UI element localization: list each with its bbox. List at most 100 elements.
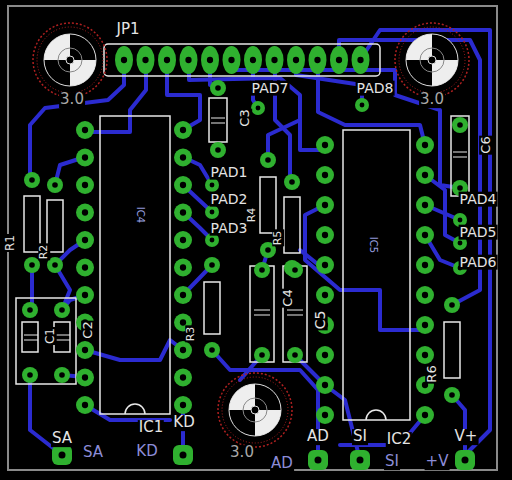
- silkscreen-label: SA: [51, 431, 73, 447]
- pcb-artwork-part: [22, 322, 38, 352]
- pcb-artwork-part: [115, 46, 133, 74]
- pcb-artwork-part: [422, 172, 428, 178]
- pcb-artwork-part: [158, 46, 176, 74]
- pcb-artwork-part: [8, 6, 497, 470]
- pcb-artwork-part: [322, 142, 328, 148]
- pcb-artwork-part: [174, 369, 192, 387]
- pcb-artwork-part: [70, 60, 96, 86]
- pcb-artwork-part: [30, 60, 124, 180]
- pcb-artwork-part: [222, 377, 288, 443]
- silkscreen-label: R3: [185, 326, 197, 343]
- silkscreen-label: PAD5: [459, 225, 498, 240]
- pcb-artwork-part: [66, 56, 74, 64]
- pcb-artwork-part: [180, 182, 186, 188]
- pcb-artwork-part: [180, 292, 186, 298]
- pcb-artwork-part: [210, 210, 215, 215]
- pcb-artwork-part: [420, 48, 444, 72]
- pcb-artwork-part: [416, 406, 434, 424]
- silkscreen-label: 3.0: [419, 92, 445, 108]
- silkscreen-label: R2: [38, 244, 50, 261]
- pcb-artwork-part: [210, 80, 226, 96]
- pcb-artwork-part: [29, 262, 35, 268]
- pcb-artwork-part: [265, 157, 271, 163]
- pcb-artwork-part: [52, 182, 58, 188]
- pcb-artwork-part: [322, 202, 328, 208]
- pcb-artwork-part: [204, 282, 220, 334]
- pcb-artwork-part: [360, 103, 365, 108]
- silkscreen-label: IC4: [135, 206, 146, 224]
- silkscreen-label: V+: [454, 429, 479, 445]
- pcb-artwork-part: [82, 374, 88, 380]
- pcb-artwork-part: [406, 34, 432, 60]
- pcb-artwork-part: [76, 176, 94, 194]
- pcb-artwork-part: [343, 130, 410, 420]
- pcb-artwork-part: [316, 376, 334, 394]
- pcb-artwork-part: [180, 347, 186, 353]
- pcb-artwork-part: [422, 412, 428, 418]
- pcb-artwork-part: [180, 264, 186, 270]
- pcb-artwork-part: [416, 196, 434, 214]
- pcb-artwork-part: [416, 166, 434, 184]
- pcb-artwork-part: [76, 259, 94, 277]
- pcb-artwork-part: [180, 374, 186, 380]
- silkscreen-label: PAD3: [210, 221, 249, 236]
- pcb-artwork-part: [82, 154, 88, 160]
- pcb-artwork-part: [416, 226, 434, 244]
- pcb-artwork-part: [462, 457, 469, 464]
- pcb-artwork-part: [322, 172, 328, 178]
- pcb-artwork-part: [357, 457, 364, 464]
- pcb-artwork-part: [29, 177, 35, 183]
- silkscreen-label: PAD8: [356, 81, 395, 96]
- pcb-artwork-part: [164, 57, 170, 63]
- silkscreen-label: C2: [81, 320, 95, 339]
- pcb-artwork-part: [289, 179, 295, 185]
- silkscreen-label: C5: [313, 310, 328, 331]
- silkscreen-label: 3.0: [229, 445, 255, 461]
- silkscreen-label: JP1: [115, 22, 140, 38]
- pcb-artwork-part: [316, 136, 334, 154]
- pcb-artwork-part: [451, 116, 469, 196]
- pcb-artwork-part: [76, 231, 94, 249]
- silkscreen-label: R6: [425, 364, 439, 383]
- silkscreen-label: KD: [135, 444, 158, 460]
- pcb-artwork-part: [174, 341, 192, 359]
- pcb-artwork-part: [180, 154, 186, 160]
- pcb-artwork-part: [180, 46, 198, 74]
- pcb-artwork-part: [305, 205, 425, 330]
- pcb-artwork-part: [275, 60, 290, 182]
- pcb-artwork-part: [287, 347, 303, 363]
- pcb-artwork-part: [27, 307, 33, 313]
- silkscreen-label: SA: [82, 445, 104, 461]
- pcb-artwork-part: [207, 57, 213, 63]
- pcb-artwork-part: [283, 266, 307, 362]
- pcb-artwork-part: [229, 384, 281, 436]
- pcb-artwork-part: [54, 302, 70, 318]
- pcb-artwork-part: [260, 177, 276, 233]
- pcb-artwork-part: [293, 57, 299, 63]
- pcb-artwork-part: [215, 85, 221, 91]
- silkscreen-label: PAD6: [459, 255, 498, 270]
- silkscreen-label: KD: [172, 415, 195, 431]
- silkscreen-label: PAD7: [251, 81, 290, 96]
- pcb-artwork-part: [174, 204, 192, 222]
- pcb-artwork-part: [287, 262, 303, 278]
- silkscreen-label: AD: [306, 429, 330, 445]
- pcb-artwork-part: [59, 452, 66, 459]
- silkscreen-label: PAD4: [459, 192, 498, 207]
- pcb-artwork-part: [330, 46, 348, 74]
- pcb-artwork-part: [350, 450, 370, 470]
- pcb-artwork-part: [322, 262, 328, 268]
- pcb-artwork-part: [316, 166, 334, 184]
- pcb-artwork-part: [271, 57, 277, 63]
- pcb-artwork-part: [416, 256, 434, 274]
- pcb-artwork-part: [322, 292, 328, 298]
- pcb-artwork-part: [256, 106, 261, 111]
- pcb-artwork-part: [209, 262, 215, 268]
- pcb-artwork-part: [422, 262, 428, 268]
- pcb-artwork-part: [210, 183, 215, 188]
- pcb-artwork-part: [395, 23, 469, 97]
- pcb-artwork-part: [24, 172, 40, 188]
- pcb-artwork-part: [185, 57, 191, 63]
- pcb-artwork-part: [180, 452, 187, 459]
- pcb-artwork-part: [352, 46, 370, 74]
